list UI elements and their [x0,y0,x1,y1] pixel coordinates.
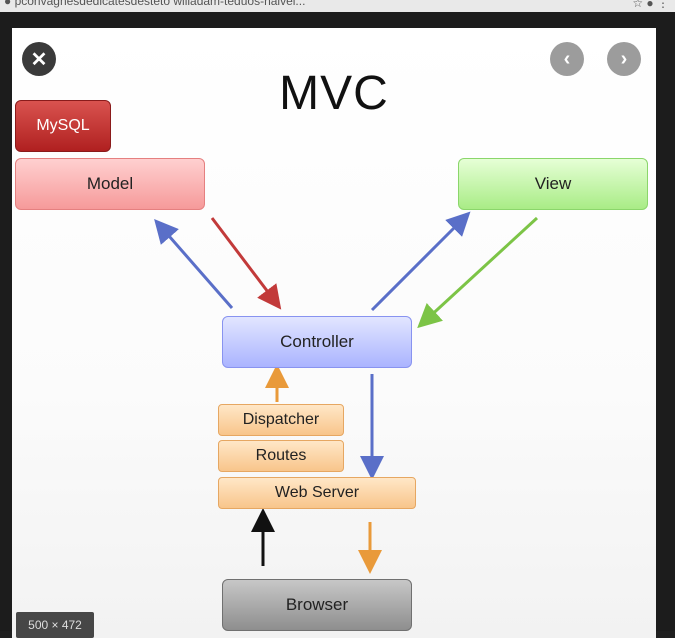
browser-topbar: ● pconvagnesdedicatesdesteto willadam-te… [0,0,675,12]
close-icon[interactable]: ✕ [22,42,56,76]
arrow-model-to-controller [210,217,282,310]
node-routes: Routes [218,440,344,472]
arrow-controller-to-view [370,211,471,312]
node-mysql: MySQL [15,100,111,152]
node-dispatcher: Dispatcher [218,404,344,436]
slide-image: ✕ ‹ › MVC MySQL Model View Controller Di [12,28,656,638]
node-model: Model [15,158,205,210]
arrow-view-to-controller [417,216,539,329]
address-bar-url[interactable]: ● pconvagnesdedicatesdesteto willadam-te… [4,0,306,8]
chevron-left-icon[interactable]: ‹ [550,42,584,76]
image-viewer: ✕ ‹ › MVC MySQL Model View Controller Di [0,12,675,638]
arrows-layer [154,211,539,574]
node-web-server: Web Server [218,477,416,509]
toolbar-icons: ☆ ● ⋮ [632,0,669,10]
chevron-right-icon[interactable]: › [607,42,641,76]
node-browser: Browser [222,579,412,631]
node-controller: Controller [222,316,412,368]
image-size-badge: 500 × 472 [16,612,94,638]
arrow-controller-to-model [154,218,234,309]
node-view: View [458,158,648,210]
diagram-title: MVC [279,67,389,120]
